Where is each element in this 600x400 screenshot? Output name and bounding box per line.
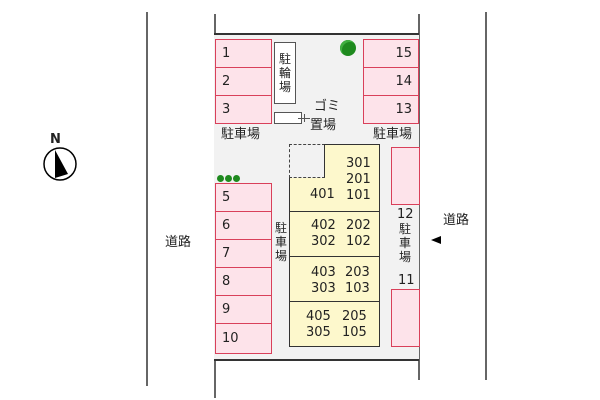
parking-slot-11-label: 11 bbox=[398, 273, 415, 288]
parking-slot-9: 9 bbox=[215, 295, 272, 324]
parking-slot-5: 5 bbox=[215, 183, 272, 212]
unit-305: 305 bbox=[306, 325, 331, 340]
parking-slot-10: 10 bbox=[215, 323, 272, 354]
parking-slot-13: 13 bbox=[363, 95, 419, 124]
building-block-2 bbox=[289, 211, 380, 257]
parking-label-right: 駐車場 bbox=[398, 222, 411, 264]
building-notch-dashed bbox=[289, 144, 325, 178]
unit-302: 302 bbox=[311, 234, 336, 249]
building-block-4 bbox=[289, 301, 380, 347]
building-notch-inner bbox=[289, 177, 325, 179]
road-label-east: 道路 bbox=[443, 213, 470, 228]
parking-slot-1: 1 bbox=[215, 39, 272, 68]
parking-slot-6: 6 bbox=[215, 211, 272, 240]
parking-label-center: 駐車場 bbox=[274, 221, 287, 263]
road-label-west: 道路 bbox=[165, 235, 192, 250]
parking-slot-12-label: 12 bbox=[397, 207, 414, 222]
garbage-label-line1: ゴミ bbox=[314, 99, 341, 114]
parking-slot-15: 15 bbox=[363, 39, 419, 68]
unit-103: 103 bbox=[345, 281, 370, 296]
building-block-3 bbox=[289, 256, 380, 302]
shrub-dot-2 bbox=[225, 175, 232, 182]
unit-201: 201 bbox=[346, 172, 371, 187]
building-block-1-lower bbox=[289, 178, 380, 212]
unit-303: 303 bbox=[311, 281, 336, 296]
parking-slot-14: 14 bbox=[363, 67, 419, 96]
parking-slot-11 bbox=[391, 289, 420, 347]
parking-slot-3: 3 bbox=[215, 95, 272, 124]
parking-slot-2: 2 bbox=[215, 67, 272, 96]
parking-label-top-left: 駐車場 bbox=[221, 127, 261, 142]
shrub-dot-1 bbox=[217, 175, 224, 182]
road-line-east-outer bbox=[485, 12, 487, 380]
unit-102: 102 bbox=[346, 234, 371, 249]
garbage-leader-tick bbox=[304, 114, 305, 122]
north-arrow-icon bbox=[43, 147, 77, 181]
parking-slot-12 bbox=[391, 147, 420, 205]
unit-203: 203 bbox=[345, 265, 370, 280]
unit-403: 403 bbox=[311, 265, 336, 280]
unit-401: 401 bbox=[310, 187, 335, 202]
unit-205: 205 bbox=[342, 309, 367, 324]
parking-label-top-right: 駐車場 bbox=[373, 127, 413, 142]
unit-101: 101 bbox=[346, 188, 371, 203]
compass-north-label: N bbox=[50, 132, 61, 147]
parking-slot-8: 8 bbox=[215, 267, 272, 296]
tree-icon bbox=[340, 40, 356, 56]
unit-202: 202 bbox=[346, 218, 371, 233]
road-line-west-outer bbox=[146, 12, 148, 386]
bicycle-parking-label: 駐輪場 bbox=[278, 52, 291, 94]
unit-301: 301 bbox=[346, 156, 371, 171]
building-block-1 bbox=[324, 144, 380, 179]
unit-402: 402 bbox=[311, 218, 336, 233]
bicycle-parking: 駐輪場 bbox=[274, 42, 296, 104]
shrub-dot-3 bbox=[233, 175, 240, 182]
parking-slot-7: 7 bbox=[215, 239, 272, 268]
garbage-label-line2: 置場 bbox=[310, 118, 337, 133]
unit-405: 405 bbox=[306, 309, 331, 324]
triangle-left-icon bbox=[431, 236, 441, 244]
compass: N bbox=[40, 132, 80, 188]
unit-105: 105 bbox=[342, 325, 367, 340]
